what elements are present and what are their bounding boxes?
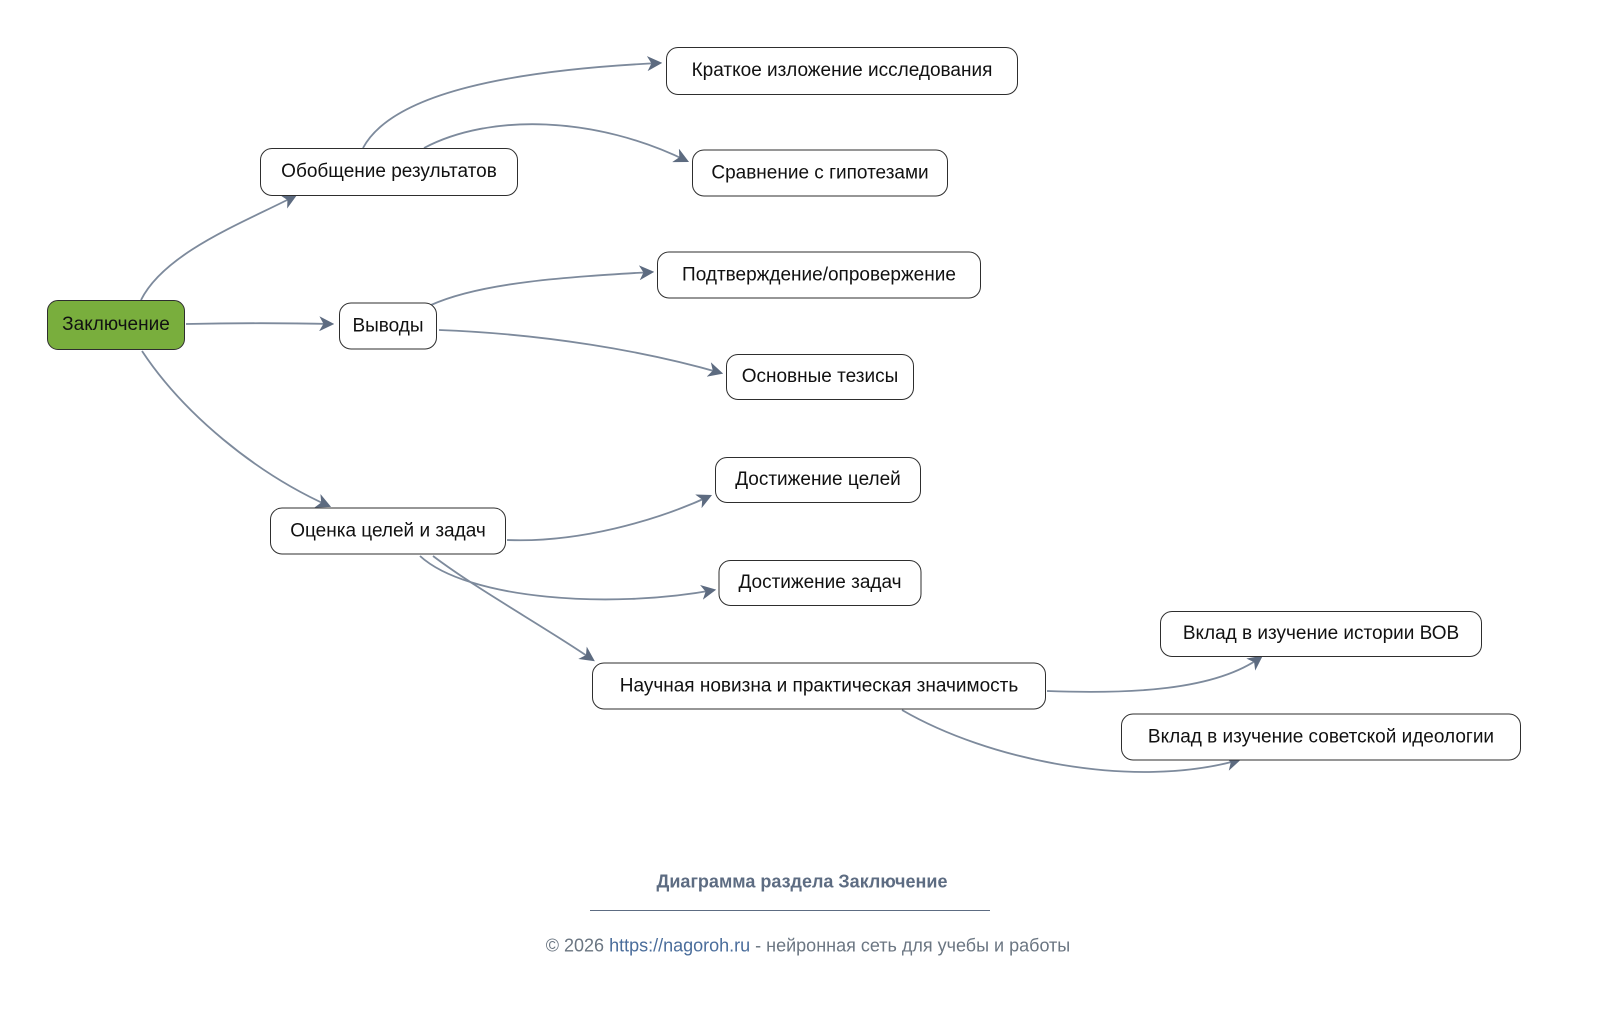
node-conclusion-root: Заключение xyxy=(47,300,185,350)
edge-results-to-hypotheses-comparison xyxy=(423,123,690,163)
site-link[interactable]: https://nagoroh.ru xyxy=(609,935,751,956)
copyright-suffix: - нейронная сеть для учебы и работы xyxy=(750,935,1071,956)
node-results-generalization: Обобщение результатов xyxy=(260,148,518,196)
edge-conclusions-to-confirmation xyxy=(430,265,655,306)
node-conclusions: Выводы xyxy=(339,302,437,350)
edge-evaluation-to-goals-achievement xyxy=(506,494,713,542)
node-tasks-achievement: Достижение задач xyxy=(718,560,922,606)
edge-results-to-brief-summary xyxy=(362,56,663,149)
node-goals-achievement: Достижение целей xyxy=(715,457,921,503)
copyright-prefix: © 2026 xyxy=(545,935,610,956)
node-main-theses: Основные тезисы xyxy=(726,354,914,400)
edge-evaluation-to-scientific-novelty xyxy=(432,555,595,662)
edge-root-to-conclusions xyxy=(185,316,335,332)
node-hypotheses-comparison: Сравнение с гипотезами xyxy=(692,149,948,197)
node-ww2-history-contribution: Вклад в изучение истории ВОВ xyxy=(1160,611,1482,657)
edge-novelty-to-ww2-history xyxy=(1046,655,1263,693)
node-goals-tasks-evaluation: Оценка целей и задач xyxy=(270,507,506,555)
diagram-caption: Диаграмма раздела Заключение xyxy=(656,871,948,892)
node-soviet-ideology-contribution: Вклад в изучение советской идеологии xyxy=(1121,713,1521,761)
edge-root-to-results-generalization xyxy=(140,194,297,301)
edge-evaluation-to-tasks-achievement xyxy=(419,555,717,601)
node-brief-research-summary: Краткое изложение исследования xyxy=(666,47,1018,95)
edge-root-to-goals-evaluation xyxy=(141,350,332,508)
edge-novelty-to-soviet-ideology xyxy=(901,709,1242,773)
edge-conclusions-to-main-theses xyxy=(438,329,724,377)
node-scientific-novelty: Научная новизна и практическая значимост… xyxy=(592,662,1046,710)
footer-divider xyxy=(590,910,990,911)
node-confirmation-refutation: Подтверждение/опровержение xyxy=(657,251,981,299)
copyright-line: © 2026 https://nagoroh.ru - нейронная се… xyxy=(546,936,1070,957)
